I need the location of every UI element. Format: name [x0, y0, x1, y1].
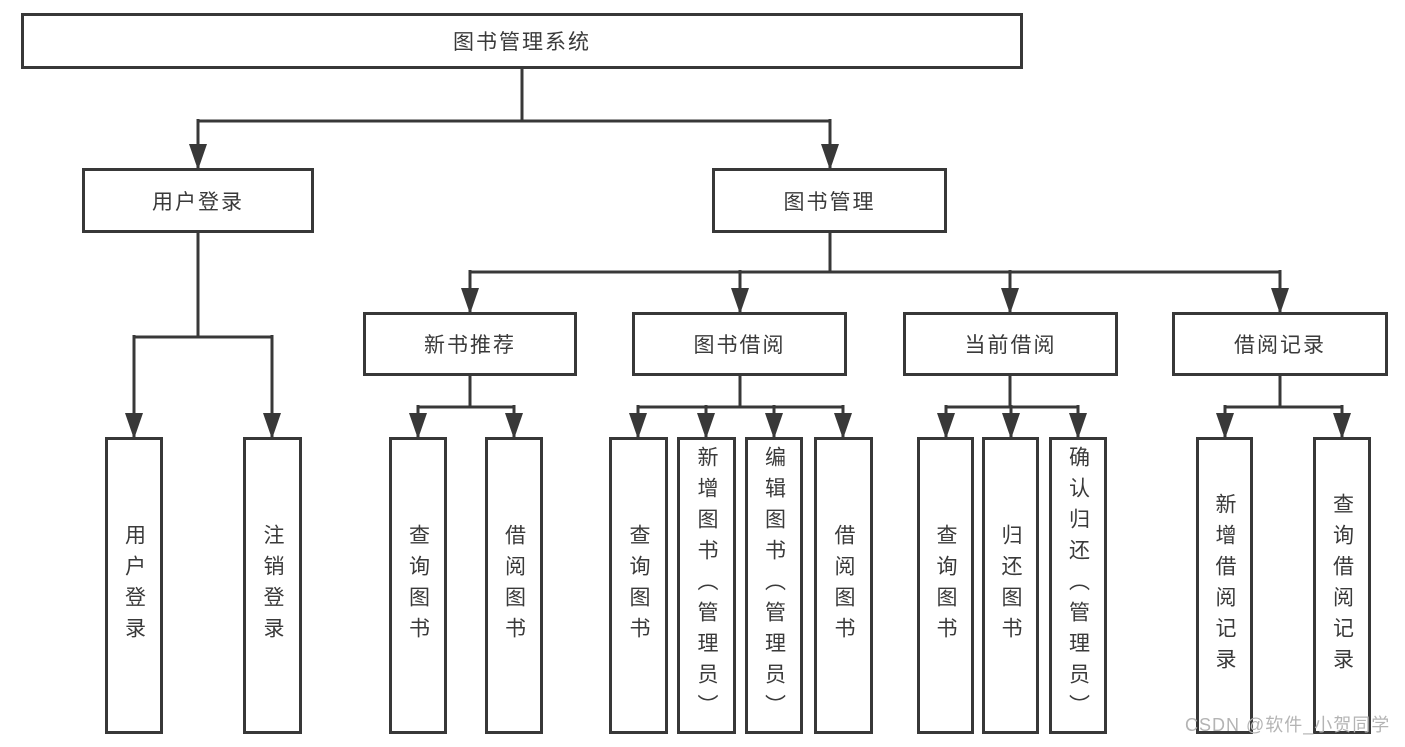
leaf-cb-confirm-return-admin: 确认归还（管理员）	[1049, 437, 1107, 734]
leaf-bb-edit-books-admin: 编辑图书（管理员）	[745, 437, 803, 734]
leaf-user-login: 用户登录	[105, 437, 163, 734]
leaf-br-search-borrow-record: 查询借阅记录	[1313, 437, 1371, 734]
node-borrowing-records: 借阅记录	[1172, 312, 1388, 376]
leaf-nbr-search-books: 查询图书	[389, 437, 447, 734]
leaf-logout: 注销登录	[243, 437, 302, 734]
leaf-br-add-borrow-record: 新增借阅记录	[1196, 437, 1253, 734]
leaf-bb-search-books: 查询图书	[609, 437, 668, 734]
node-current-borrowing: 当前借阅	[903, 312, 1118, 376]
leaf-cb-search-books: 查询图书	[917, 437, 974, 734]
leaf-nbr-borrow-books: 借阅图书	[485, 437, 543, 734]
node-new-book-recommend: 新书推荐	[363, 312, 577, 376]
csdn-watermark: CSDN @软件_小贺同学	[1185, 715, 1391, 735]
node-book-borrowing: 图书借阅	[632, 312, 847, 376]
leaf-cb-return-books: 归还图书	[982, 437, 1039, 734]
node-root: 图书管理系统	[21, 13, 1023, 69]
node-user-login: 用户登录	[82, 168, 314, 233]
leaf-bb-borrow-books: 借阅图书	[814, 437, 873, 734]
node-book-management: 图书管理	[712, 168, 947, 233]
leaf-bb-add-books-admin: 新增图书（管理员）	[677, 437, 736, 734]
